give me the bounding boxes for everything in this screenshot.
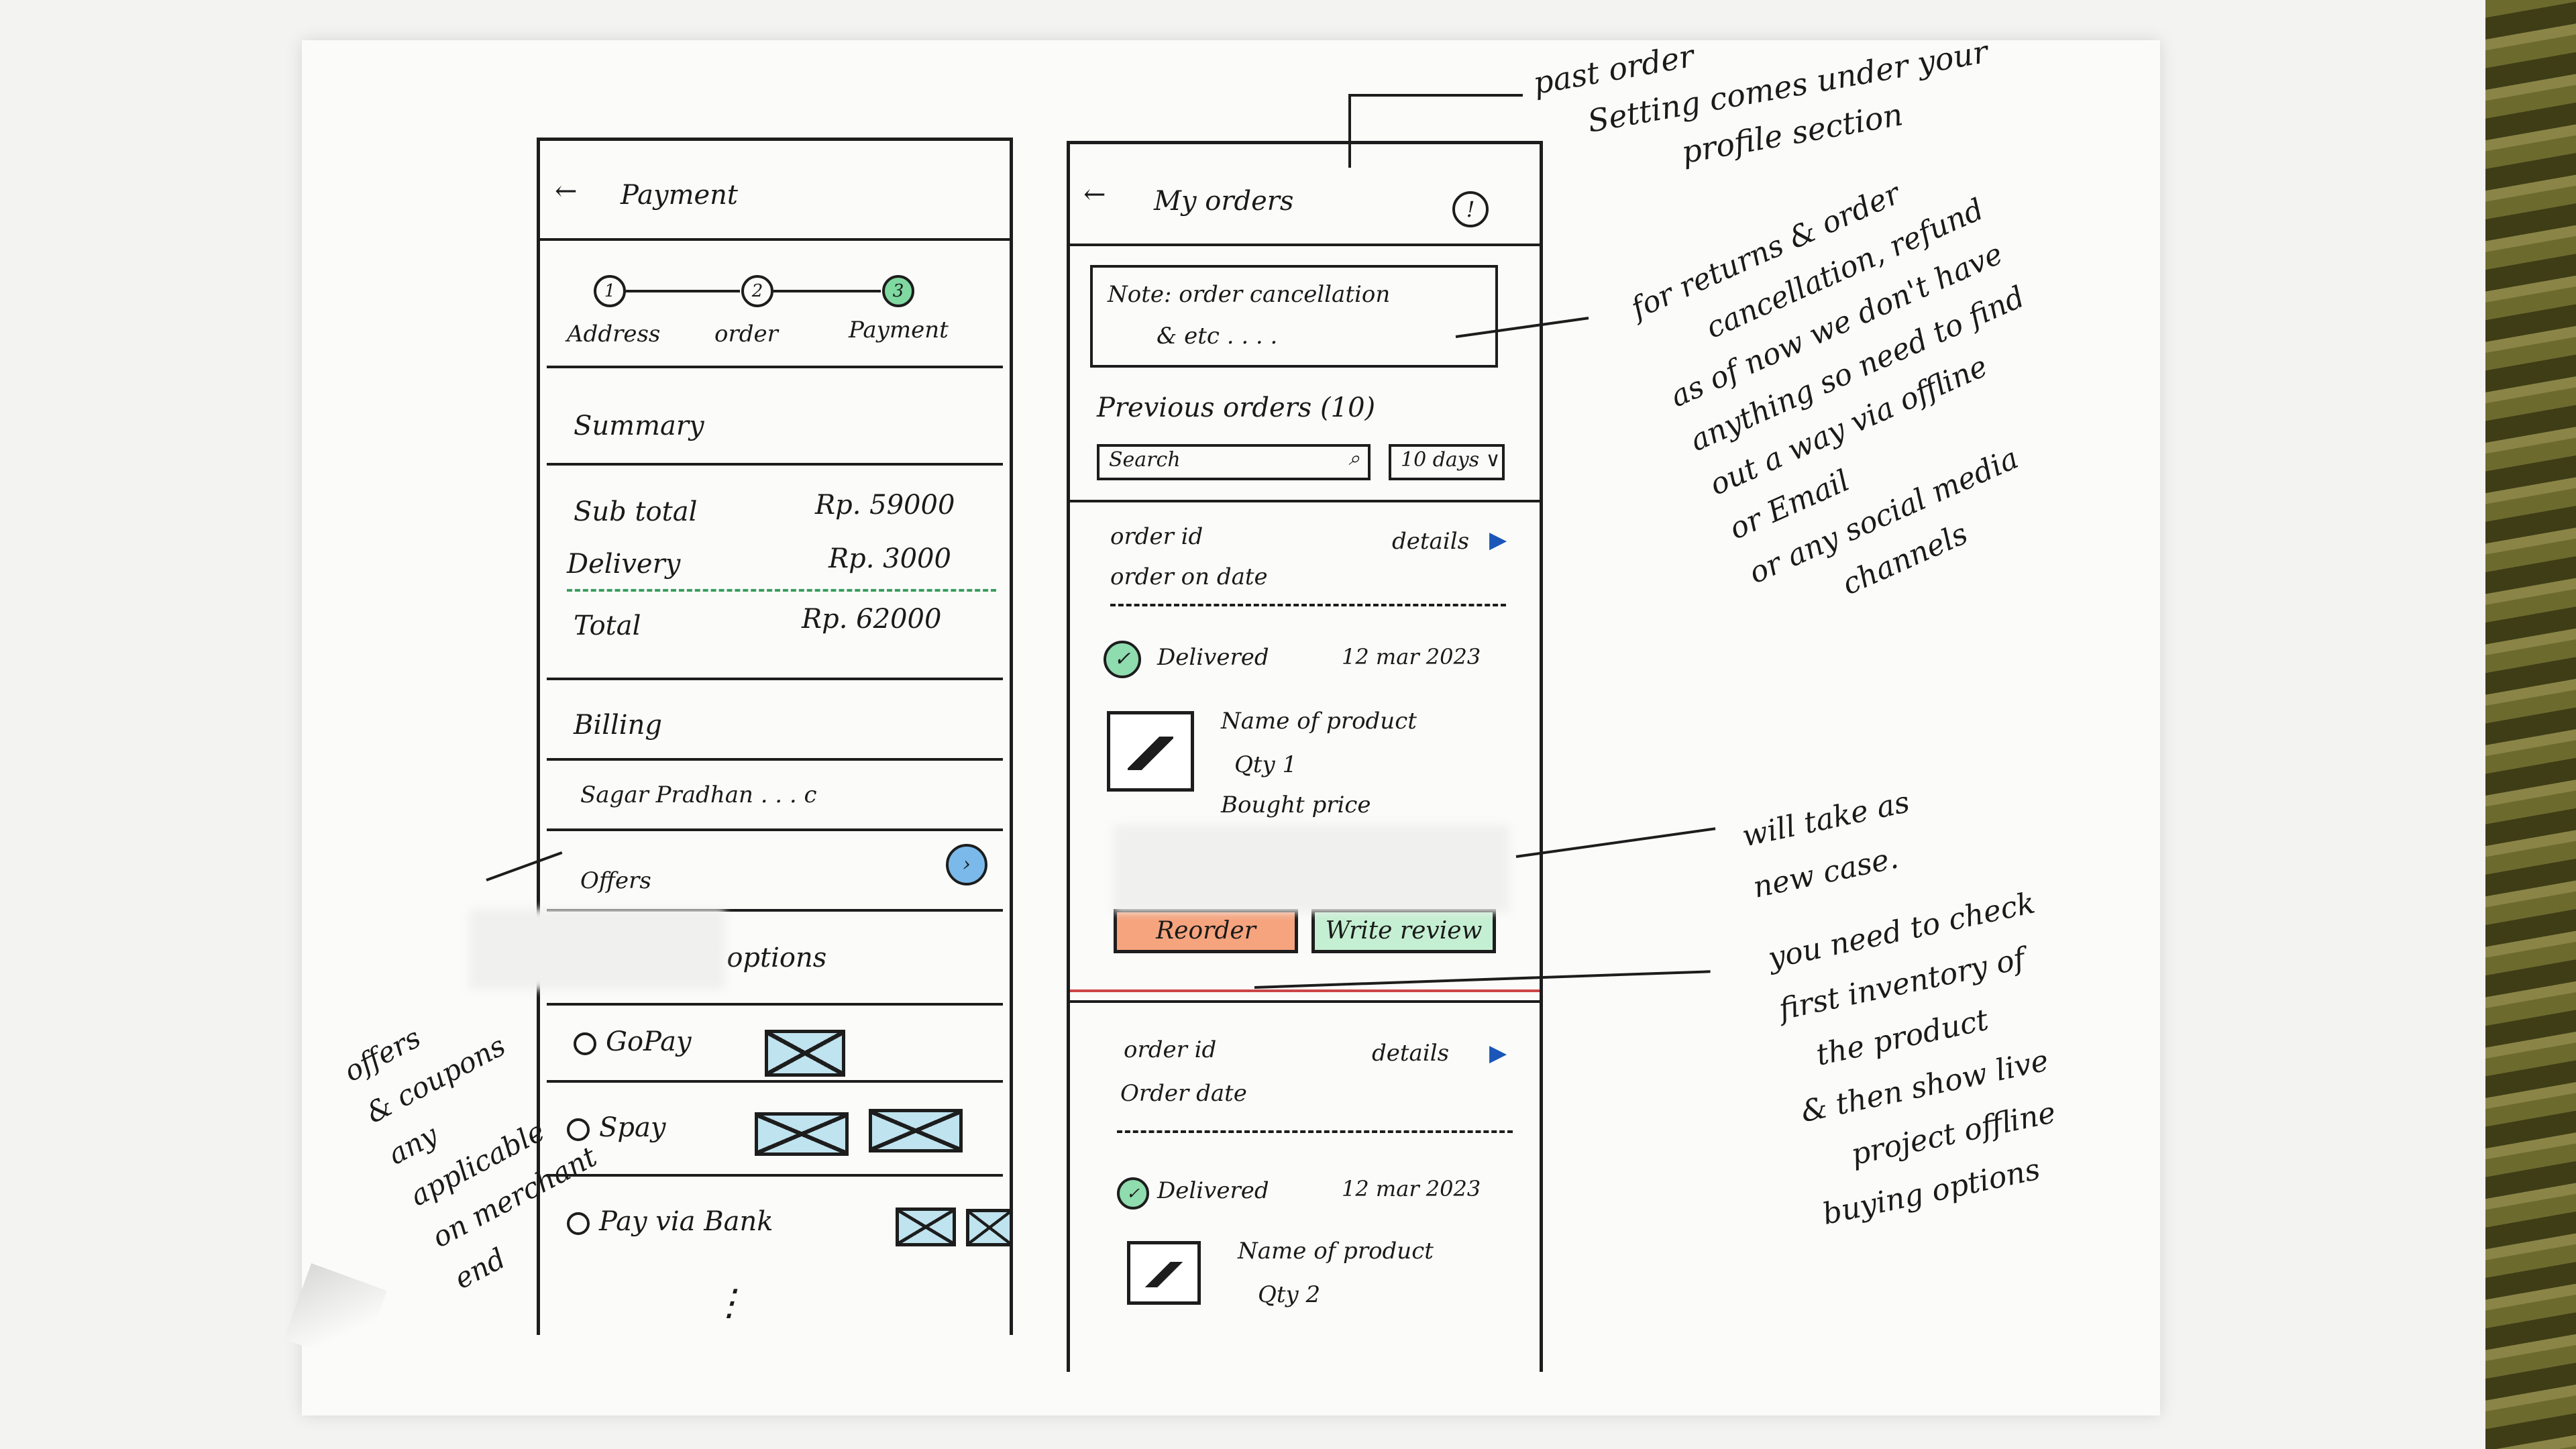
step-1-indicator[interactable]: 1: [594, 275, 626, 307]
total-separator: [567, 589, 996, 592]
previous-orders-heading: Previous orders (10): [1097, 392, 1376, 423]
step-3-indicator[interactable]: 3: [882, 275, 914, 307]
radio-icon[interactable]: [574, 1032, 596, 1055]
orders-screen: ← My orders ! Note: order cancellation &…: [1067, 141, 1543, 1372]
subtotal-label: Sub total: [574, 496, 698, 527]
order-date-label: Order date: [1120, 1080, 1247, 1107]
delivered-check-icon: ✓: [1104, 641, 1141, 678]
page-title: My orders: [1154, 186, 1294, 217]
order-id-label: order id: [1124, 1036, 1217, 1063]
product-qty: Qty 1: [1234, 751, 1297, 778]
divider: [547, 1003, 1003, 1006]
divider: [547, 1080, 1003, 1083]
note-line-2: & etc . . . .: [1157, 323, 1278, 350]
subtotal-value: Rp. 59000: [815, 490, 955, 521]
gopay-logo-placeholder: [765, 1030, 845, 1077]
divider: [1070, 500, 1540, 502]
spay-logo-placeholder: [755, 1112, 849, 1156]
bought-price: Bought price: [1221, 792, 1371, 818]
order-status: Delivered: [1157, 1177, 1269, 1204]
order-status-date: 12 mar 2023: [1342, 644, 1481, 669]
order-id-label: order id: [1110, 523, 1203, 550]
order-details-link[interactable]: details: [1392, 528, 1470, 555]
order-status-date: 12 mar 2023: [1342, 1176, 1481, 1201]
search-icon: ⌕: [1348, 447, 1360, 470]
divider: [1070, 989, 1540, 992]
connector-line: [1348, 94, 1523, 97]
delivery-value: Rp. 3000: [828, 543, 951, 574]
delivered-check-icon: ✓: [1117, 1177, 1149, 1210]
note-line-1: Note: order cancellation: [1108, 281, 1391, 308]
divider: [547, 909, 1003, 912]
billing-heading: Billing: [574, 710, 662, 741]
payment-screen: ← Payment 1 2 3 Address order Payment Su…: [537, 138, 1013, 1335]
paper-sheet: [302, 40, 2160, 1415]
divider: [547, 758, 1003, 761]
date-filter-value: 10 days ∨: [1401, 448, 1501, 472]
radio-icon[interactable]: [567, 1212, 590, 1235]
play-arrow-icon[interactable]: ▶: [1489, 527, 1507, 553]
divider: [547, 463, 1003, 466]
product-image-icon: [1107, 711, 1194, 792]
radio-icon[interactable]: [567, 1118, 590, 1141]
total-label: Total: [574, 610, 641, 641]
connector-line: [1348, 94, 1351, 168]
divider: [547, 828, 1003, 831]
product-qty: Qty 2: [1258, 1281, 1321, 1308]
play-arrow-icon[interactable]: ▶: [1489, 1040, 1507, 1067]
blurred-region: [1114, 825, 1509, 912]
spay-logo-placeholder: [869, 1109, 963, 1152]
option-label: Spay: [599, 1112, 666, 1143]
product-image-icon: [1127, 1241, 1201, 1305]
note-box: Note: order cancellation & etc . . . .: [1090, 265, 1498, 368]
summary-heading: Summary: [574, 411, 704, 441]
order-status: Delivered: [1157, 644, 1269, 671]
step-connector: [773, 290, 881, 292]
info-icon[interactable]: !: [1452, 191, 1489, 227]
delivery-label: Delivery: [567, 549, 681, 580]
chevron-right-icon[interactable]: ›: [946, 844, 987, 885]
bank-logo-placeholder: [966, 1209, 1013, 1246]
search-placeholder: Search: [1109, 448, 1181, 472]
fabric-background: [2485, 0, 2576, 1449]
bank-logo-placeholder: [896, 1208, 956, 1246]
step-2-label: order: [714, 321, 778, 347]
date-filter-dropdown[interactable]: 10 days ∨: [1389, 444, 1505, 480]
payment-option-bank[interactable]: Pay via Bank: [567, 1206, 773, 1237]
step-1-label: Address: [567, 321, 661, 347]
product-name: Name of product: [1238, 1238, 1434, 1265]
divider: [1070, 244, 1540, 246]
divider: [547, 1174, 1003, 1177]
divider: [1070, 1000, 1540, 1003]
search-input[interactable]: Search ⌕: [1097, 444, 1371, 480]
more-indicator: ⋮: [711, 1281, 747, 1324]
divider: [547, 366, 1003, 368]
option-label: Pay via Bank: [599, 1206, 773, 1237]
divider: [547, 678, 1003, 680]
arrow-left-icon[interactable]: ←: [1083, 179, 1106, 210]
billing-value[interactable]: Sagar Pradhan . . . c: [580, 782, 817, 808]
write-review-button[interactable]: Write review: [1311, 909, 1496, 953]
dashed-separator: [1117, 1130, 1513, 1133]
divider: [540, 238, 1010, 241]
step-2-indicator[interactable]: 2: [741, 275, 773, 307]
arrow-left-icon[interactable]: ←: [555, 176, 578, 207]
step-connector: [626, 290, 740, 292]
product-name: Name of product: [1221, 708, 1417, 735]
reorder-button[interactable]: Reorder: [1114, 909, 1298, 953]
order-details-link[interactable]: details: [1372, 1040, 1450, 1067]
total-value: Rp. 62000: [802, 604, 942, 635]
dashed-separator: [1110, 604, 1506, 606]
option-label: GoPay: [606, 1026, 692, 1057]
payment-option-gopay[interactable]: GoPay: [574, 1026, 692, 1057]
page-title: Payment: [621, 180, 738, 211]
payment-option-spay[interactable]: Spay: [567, 1112, 665, 1143]
blurred-region: [470, 909, 724, 989]
step-3-label: Payment: [849, 317, 949, 343]
offers-label: Offers: [580, 867, 651, 894]
order-date-label: order on date: [1110, 564, 1268, 590]
